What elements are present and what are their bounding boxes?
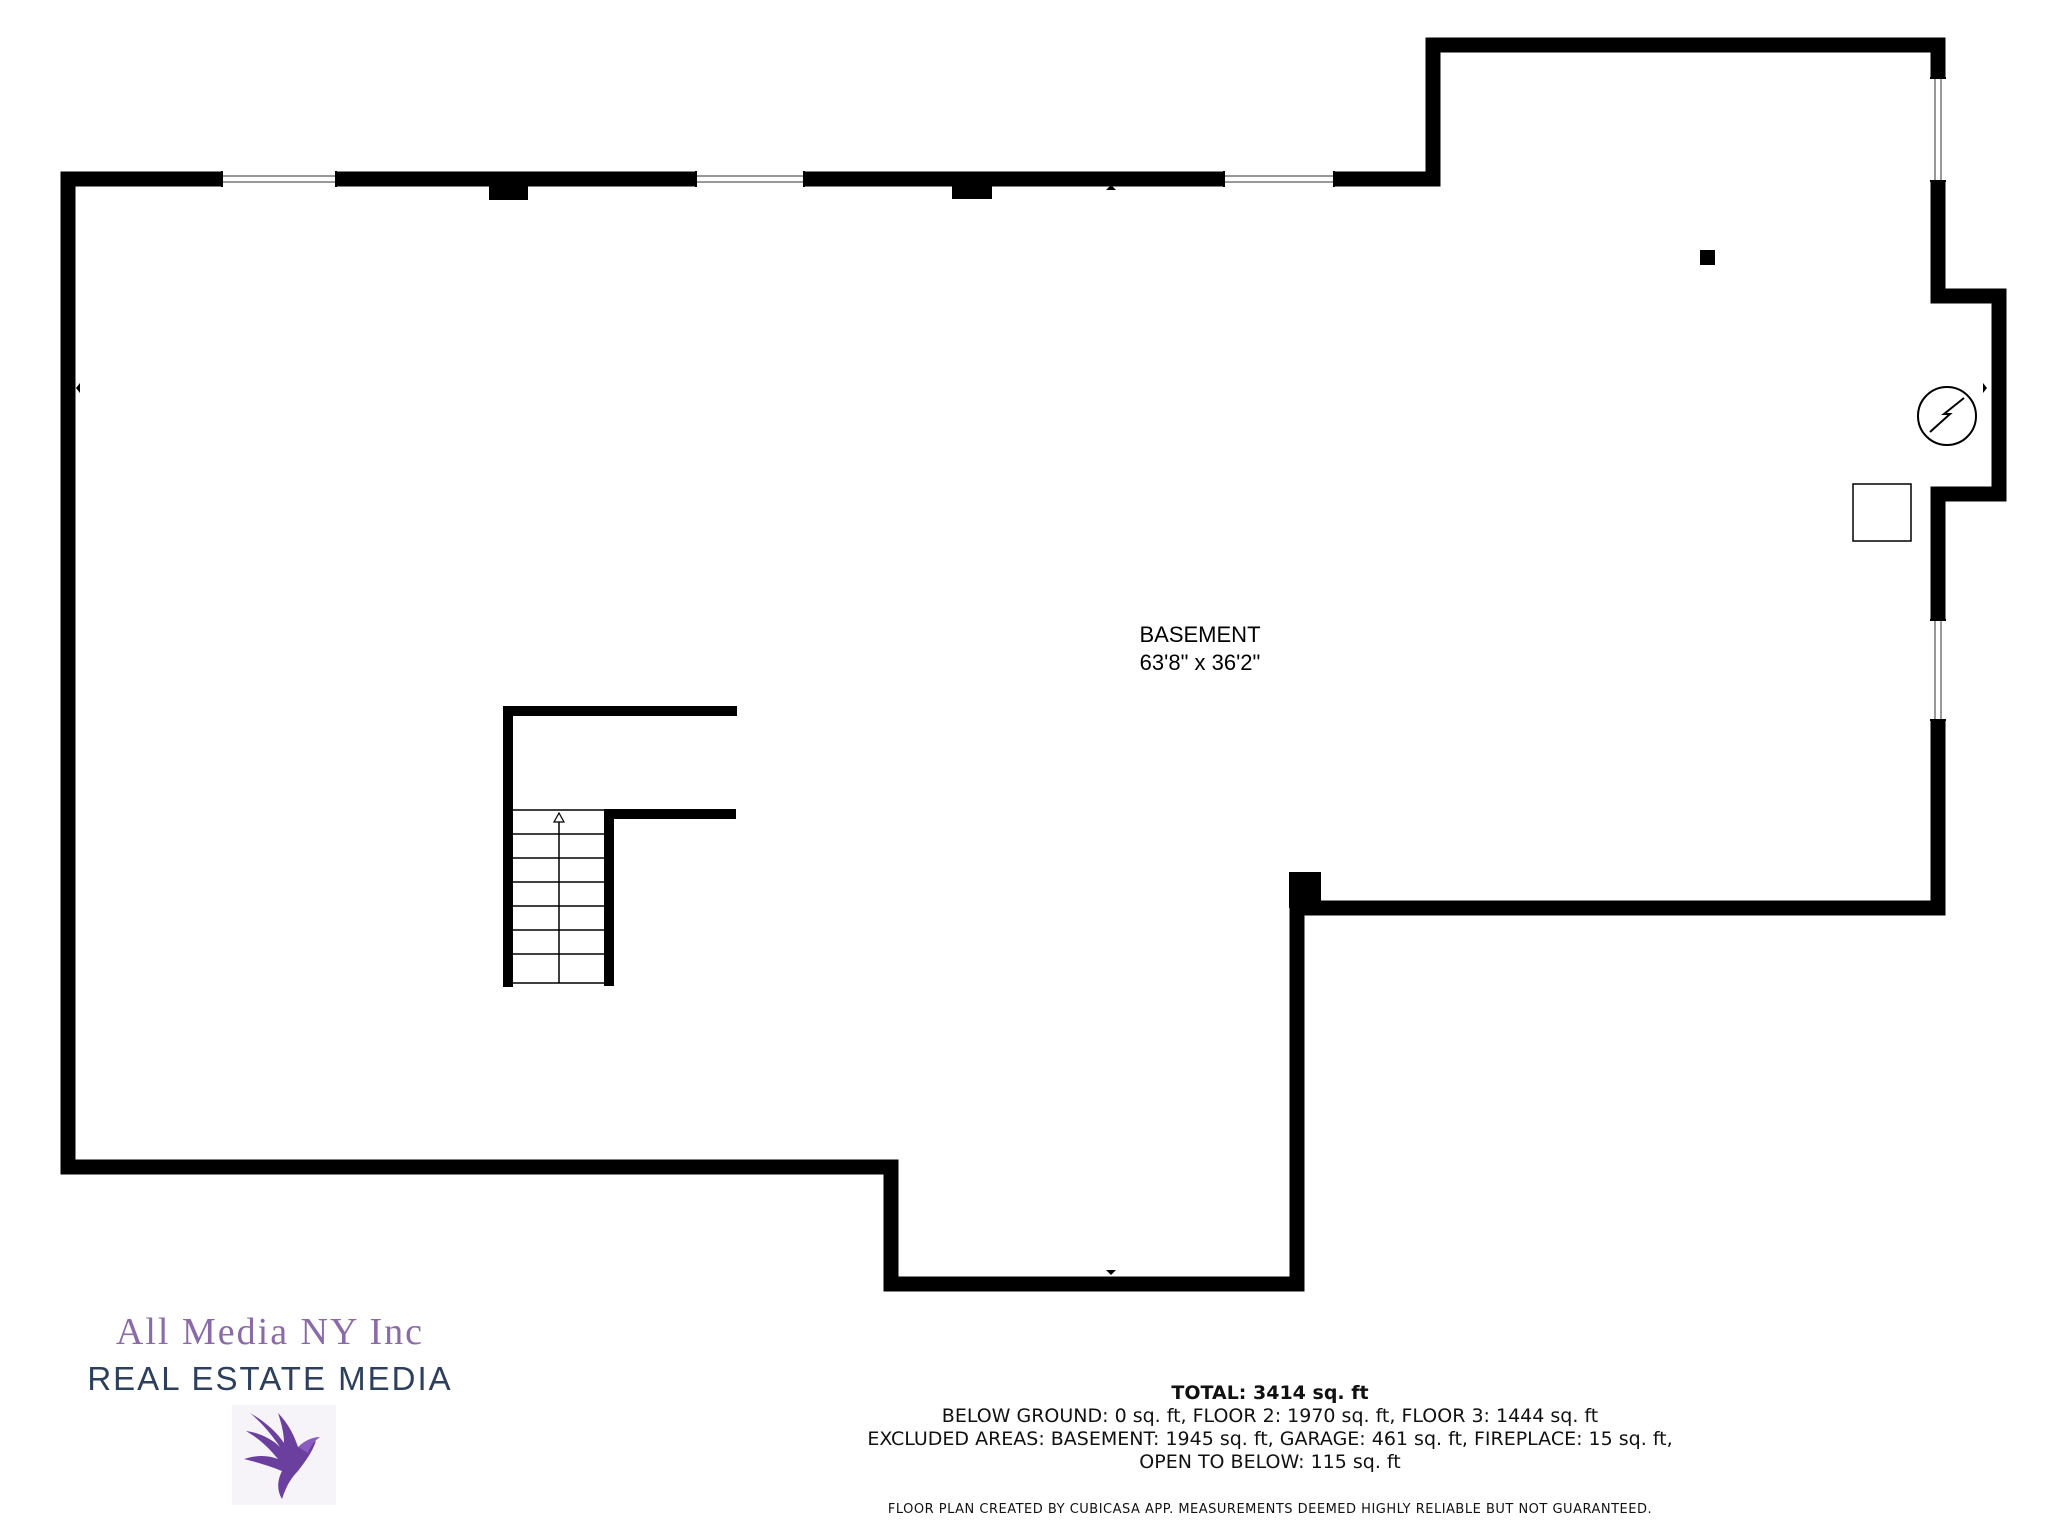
stair-wall [604, 809, 736, 986]
window [1223, 171, 1335, 187]
room-name: BASEMENT [1139, 622, 1261, 647]
area-breakdown: BELOW GROUND: 0 sq. ft, FLOOR 2: 1970 sq… [941, 1405, 1599, 1427]
marker [76, 383, 80, 393]
column [952, 179, 992, 199]
open-to-below: OPEN TO BELOW: 115 sq. ft [1139, 1451, 1401, 1473]
exterior-wall [60, 37, 2007, 1292]
marker [1106, 1270, 1116, 1275]
column [1289, 872, 1321, 908]
electrical-panel-icon [1917, 386, 1977, 446]
logo-company-name: All Media NY Inc [115, 1311, 425, 1353]
total-area: TOTAL: 3414 sq. ft [1171, 1382, 1369, 1404]
utility-box [1852, 483, 1912, 542]
marker [1983, 383, 1987, 393]
stair-wall [503, 706, 737, 987]
window [695, 171, 805, 187]
column [489, 179, 528, 200]
post [1700, 250, 1715, 265]
excluded-areas: EXCLUDED AREAS: BASEMENT: 1945 sq. ft, G… [867, 1428, 1673, 1450]
marker [1106, 185, 1116, 190]
window [221, 171, 337, 187]
window [1930, 619, 1946, 721]
room-dimensions: 63'8" x 36'2" [1139, 650, 1261, 675]
stair-direction-arrow-icon [552, 811, 566, 823]
staircase [513, 809, 604, 984]
window [1930, 77, 1946, 182]
phoenix-bird-icon [232, 1405, 336, 1505]
disclaimer: FLOOR PLAN CREATED BY CUBICASA APP. MEAS… [887, 1502, 1653, 1517]
logo-tagline: REAL ESTATE MEDIA [87, 1360, 453, 1397]
